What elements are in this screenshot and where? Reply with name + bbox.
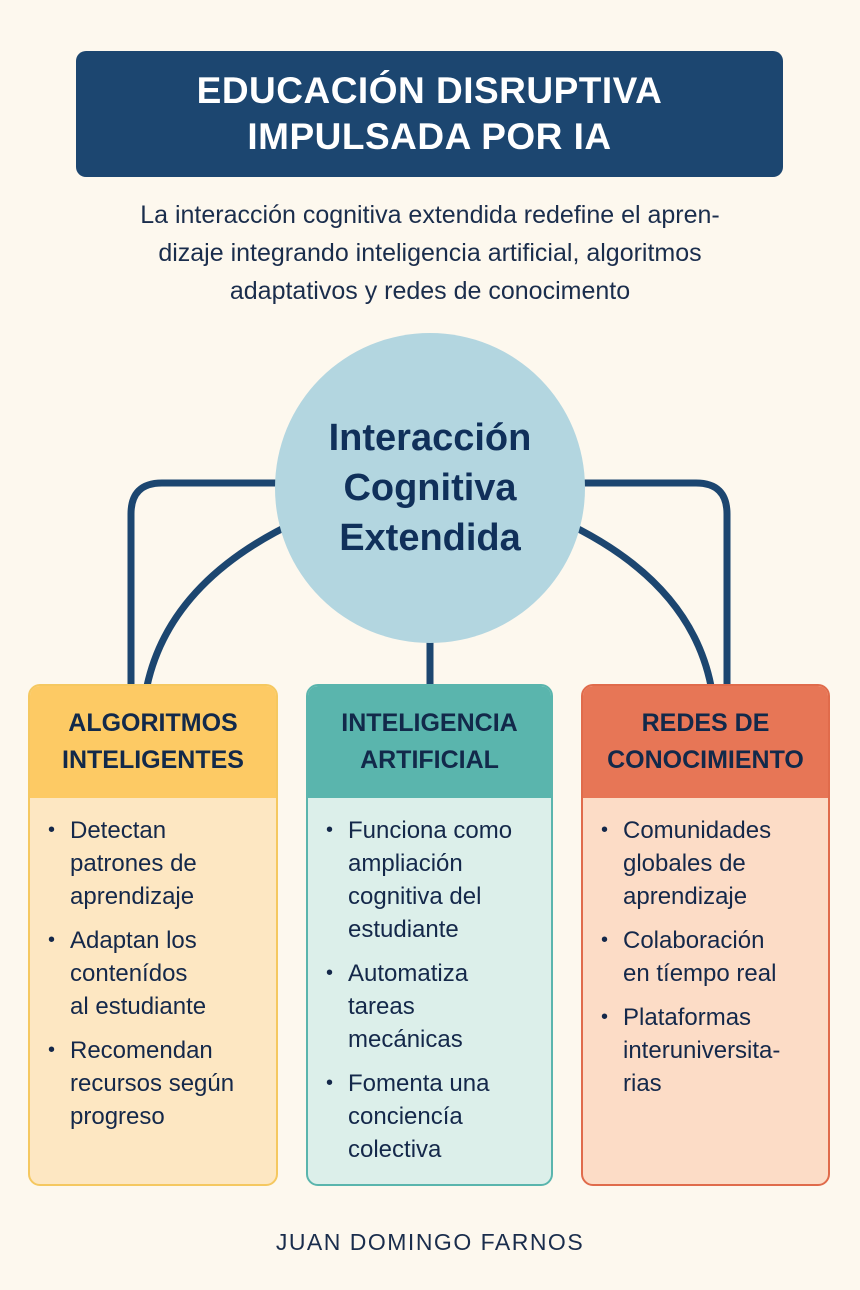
connector-right-outer (560, 479, 731, 686)
center-line-3: Extendida (339, 517, 521, 559)
subtitle-line-3: adaptativos y redes de conocimento (229, 277, 631, 305)
card-title: ARTIFICIAL (360, 746, 499, 774)
card-header: INTELIGENCIA ARTIFICIAL (308, 686, 551, 798)
card-list: Detectan patrones de aprendizaje Adaptan… (30, 798, 276, 1133)
card-title: INTELIGENCIA (341, 709, 518, 737)
subtitle: La interacción cognitiva extendida redef… (60, 196, 800, 310)
card-header: ALGORITMOS INTELIGENTES (30, 686, 276, 798)
card-header: REDES DE CONOCIMIENTO (583, 686, 828, 798)
card-inteligencia-artificial: INTELIGENCIA ARTIFICIAL Funciona como am… (306, 684, 553, 1186)
card-title: REDES DE (641, 709, 770, 737)
connector-left-inner (143, 516, 302, 687)
title-line-2: IMPULSADA POR IA (247, 116, 612, 157)
subtitle-line-1: La interacción cognitiva extendida redef… (140, 201, 720, 229)
author-footer: JUAN DOMINGO FARNOS (275, 1229, 585, 1255)
list-item: Funciona como ampliación cognitiva del e… (326, 814, 541, 946)
connector-left-outer (127, 479, 300, 686)
card-list: Funciona como ampliación cognitiva del e… (308, 798, 551, 1166)
card-title: CONOCIMIENTO (607, 746, 804, 774)
card-title: INTELIGENTES (62, 746, 244, 774)
list-item: Colaboración en tíempo real (601, 924, 818, 990)
list-item: Plataformas interuniversita- rias (601, 1001, 818, 1100)
list-item: Automatiza tareas mecánicas (326, 957, 541, 1056)
list-item: Recomendan recursos según progreso (48, 1034, 266, 1133)
center-line-2: Cognitiva (343, 467, 517, 509)
central-concept-circle: Interacción Cognitiva Extendida (275, 333, 585, 643)
title-banner: EDUCACIÓN DISRUPTIVA IMPULSADA POR IA (76, 51, 783, 177)
subtitle-line-2: dizaje integrando inteligencia artificia… (158, 239, 702, 267)
card-algoritmos-inteligentes: ALGORITMOS INTELIGENTES Detectan patrone… (28, 684, 278, 1186)
list-item: Adaptan los contenídos al estudiante (48, 924, 266, 1023)
list-item: Fomenta una conciencía colectiva (326, 1067, 541, 1166)
card-list: Comunidades globales de aprendizaje Cola… (583, 798, 828, 1100)
list-item: Comunidades globales de aprendizaje (601, 814, 818, 913)
center-line-1: Interacción (328, 417, 532, 459)
list-item: Detectan patrones de aprendizaje (48, 814, 266, 913)
card-title: ALGORITMOS (68, 709, 238, 737)
title-line-1: EDUCACIÓN DISRUPTIVA (196, 70, 663, 111)
connector-right-inner (558, 516, 715, 687)
card-redes-de-conocimiento: REDES DE CONOCIMIENTO Comunidades global… (581, 684, 830, 1186)
